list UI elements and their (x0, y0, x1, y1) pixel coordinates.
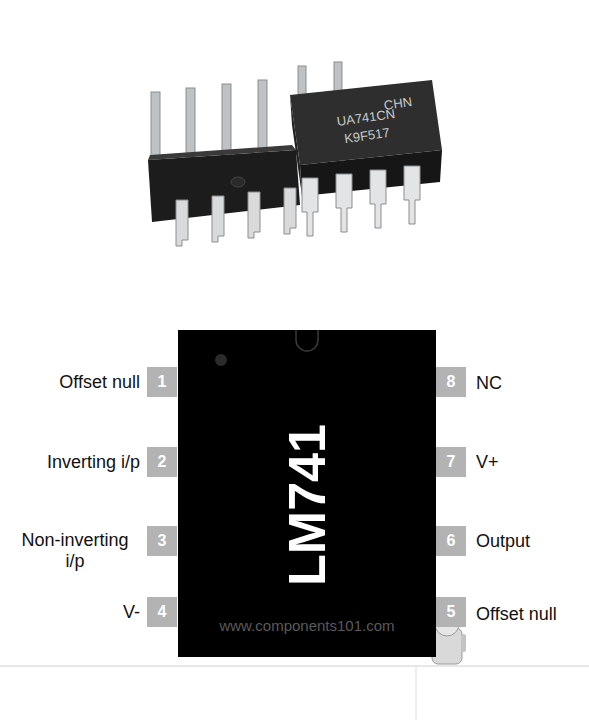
pin-box: 7 (436, 447, 466, 477)
pin-box: 6 (436, 526, 466, 556)
pin-label: V+ (476, 452, 581, 473)
pin-label: Offset null (476, 604, 581, 625)
pin-number: 6 (447, 532, 456, 550)
pin-box: 5 (436, 597, 466, 627)
pin-label: Output (476, 531, 581, 552)
part-name: LM741 (279, 424, 335, 586)
pin-number: 4 (158, 603, 167, 621)
pin-number: 7 (447, 453, 456, 471)
pin-box: 2 (147, 447, 177, 477)
pin-box: 8 (436, 367, 466, 397)
pin-number: 8 (447, 373, 456, 391)
pin-label: NC (476, 373, 581, 394)
pin-number: 1 (158, 373, 167, 391)
pin-number: 3 (158, 532, 167, 550)
pin-number: 2 (158, 453, 167, 471)
pin-label: Offset null (5, 372, 140, 393)
pin-label: Inverting i/p (5, 452, 140, 473)
pin-box: 4 (147, 597, 177, 627)
watermark: www.components101.com (219, 617, 394, 634)
pin-label: V- (5, 602, 140, 623)
pin-box: 1 (147, 367, 177, 397)
pin-number: 5 (447, 603, 456, 621)
pin-box: 3 (147, 526, 177, 556)
pin-label: Non-inverting i/p (10, 530, 140, 572)
chip-body: LM741 www.components101.com (178, 330, 436, 657)
